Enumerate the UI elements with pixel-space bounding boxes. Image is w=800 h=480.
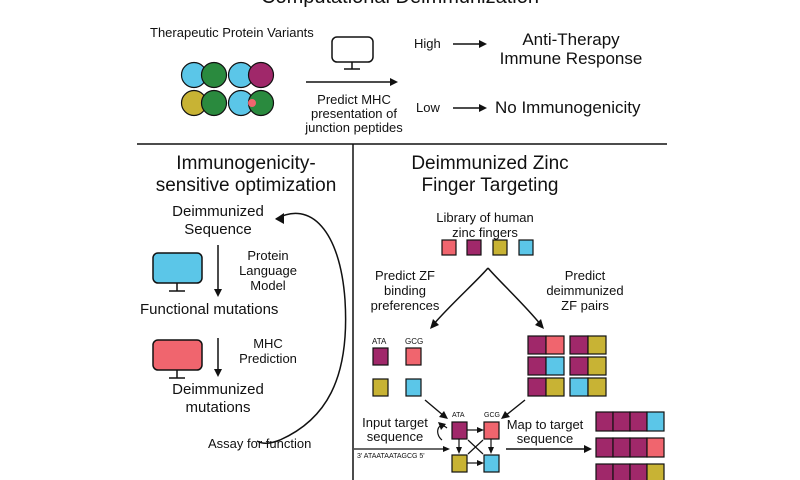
deimmunized-mutations-label: Deimmunized mutations: [158, 381, 278, 417]
deimmunized-mutations-line-2: mutations: [185, 399, 251, 416]
converge-right-arrow: [504, 399, 526, 417]
monitor-icon: [331, 36, 374, 70]
ata-label: ATA: [372, 337, 387, 346]
map-target-line-1: Map to target: [506, 417, 584, 432]
target-sequence: 3' ATAATAATAGCG 5': [357, 453, 425, 460]
high-arrowhead: [479, 40, 487, 48]
input-curve-arrowhead: [438, 422, 446, 430]
deimmunized-mutations-line-1: Deimmunized: [172, 381, 264, 398]
deimmunized-sequence-line-2: Sequence: [184, 221, 252, 238]
deimmunized-sequence-label: Deimmunized Sequence: [158, 203, 278, 239]
high-result: Anti-Therapy Immune Response: [496, 30, 646, 68]
left-title-line-2: sensitive optimization: [155, 175, 337, 196]
high-label: High: [414, 36, 441, 51]
plm-label: Protein Language Model: [228, 248, 308, 293]
protein-language-model-monitor-icon: [152, 252, 203, 292]
plm-line-3: Model: [250, 278, 286, 293]
gcg-label: GCG: [405, 337, 424, 346]
predict-zf-line-3: preferences: [370, 298, 440, 313]
predict-mhc-line-3: junction peptides: [305, 120, 403, 135]
mhc-line-1: MHC: [253, 336, 283, 351]
predict-mhc-line-2: presentation of: [310, 106, 397, 121]
input-sequence-arrowhead: [443, 446, 450, 452]
mhc-line-2: Prediction: [239, 351, 297, 366]
branch-left-arrowhead: [430, 319, 439, 329]
input-curve-arrow: [437, 425, 448, 441]
input-target-label: Input target sequence: [355, 416, 435, 444]
branch-right-arrowhead: [535, 319, 544, 329]
variants-label: Therapeutic Protein Variants: [150, 25, 314, 40]
predict-pairs-line-1: Predict: [564, 268, 606, 283]
protein-variants: [180, 61, 275, 117]
map-arrowhead: [584, 445, 592, 453]
junction-dot: [248, 99, 256, 107]
loop-arrow: [256, 212, 347, 444]
predict-pairs-line-2: deimmunized: [546, 283, 624, 298]
predict-zf-line-2: binding: [384, 283, 426, 298]
right-title-line-2: Finger Targeting: [421, 175, 559, 196]
high-result-line-2: Immune Response: [499, 49, 643, 68]
library-line-2: zinc fingers: [452, 225, 518, 240]
variant-circle-green: [200, 89, 228, 117]
left-panel-title: Immunogenicity- sensitive optimization: [140, 153, 352, 197]
predict-zf-label: Predict ZF binding preferences: [365, 268, 445, 313]
low-label: Low: [416, 100, 440, 115]
plm-line-1: Protein: [247, 248, 289, 263]
low-arrowhead: [479, 104, 487, 112]
converge-left-arrowhead: [439, 411, 448, 419]
library-line-1: Library of human: [436, 210, 534, 225]
predict-zf-line-1: Predict ZF: [375, 268, 435, 283]
variant-circle-green: [200, 61, 228, 89]
figure-title: Computational Deimmunization: [200, 0, 600, 9]
deimmunized-sequence-line-1: Deimmunized: [172, 203, 264, 220]
branch-right-arrow: [487, 267, 542, 326]
variant-circle-magenta: [247, 61, 275, 89]
input-target-line-1: Input target: [362, 415, 428, 430]
right-panel-title: Deimmunized Zinc Finger Targeting: [380, 153, 600, 197]
right-title-line-1: Deimmunized Zinc: [411, 153, 569, 174]
predict-arrowhead: [390, 78, 398, 86]
mhc-prediction-label: MHC Prediction: [228, 336, 308, 366]
predict-mhc-label: Predict MHC presentation of junction pep…: [295, 93, 413, 135]
plm-line-2: Language: [239, 263, 297, 278]
left-title-line-1: Immunogenicity-: [176, 153, 316, 174]
plm-down-arrowhead: [214, 289, 222, 297]
functional-mutations-label: Functional mutations: [140, 301, 279, 318]
high-result-line-1: Anti-Therapy: [522, 30, 620, 49]
assay-label: Assay for function: [208, 436, 312, 451]
mhc-down-arrowhead: [214, 369, 222, 377]
map-target-line-2: sequence: [516, 431, 574, 446]
zf-pairs-grid: [527, 335, 607, 397]
map-target-label: Map to target sequence: [502, 418, 588, 446]
branch-left-arrow: [432, 267, 489, 326]
gcg-junction-label: GCG: [484, 412, 500, 419]
mapped-zf-grid: [595, 411, 665, 480]
loop-arrowhead: [275, 213, 284, 224]
zinc-finger-library: [441, 239, 534, 256]
ata-junction-label: ATA: [452, 412, 465, 419]
junction-diagram: [451, 421, 500, 473]
input-target-line-2: sequence: [366, 429, 424, 444]
predict-mhc-line-1: Predict MHC: [317, 92, 391, 107]
library-label: Library of human zinc fingers: [420, 210, 550, 240]
low-result: No Immunogenicity: [495, 98, 641, 117]
predict-pairs-label: Predict deimmunized ZF pairs: [540, 268, 630, 313]
converge-left-arrow: [424, 399, 445, 417]
converge-right-arrowhead: [501, 411, 510, 419]
binding-preferences-grid: [372, 347, 422, 397]
predict-pairs-line-3: ZF pairs: [561, 298, 609, 313]
mhc-prediction-monitor-icon: [152, 339, 203, 379]
